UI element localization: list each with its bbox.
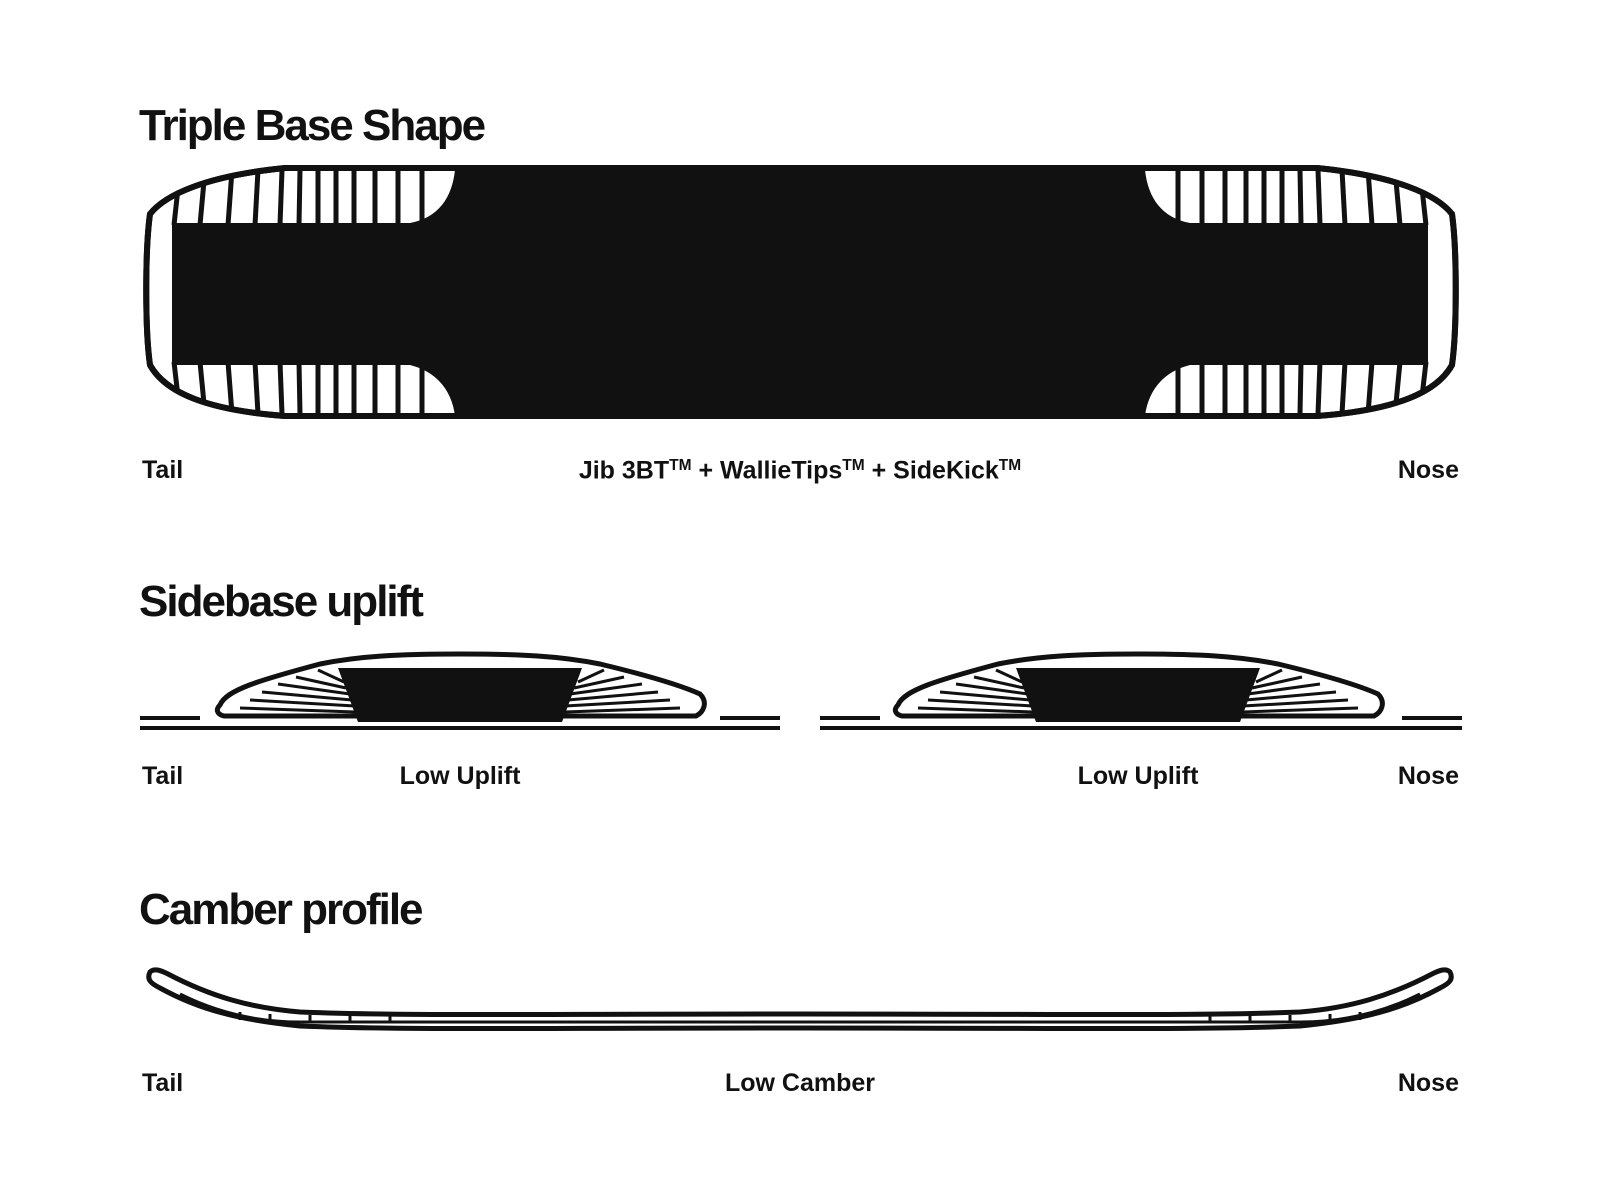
sidebase-right-uplift-label: Low Uplift [1077,762,1199,790]
camber-center-label: Low Camber [724,1069,876,1097]
tail-top-hatch [171,169,425,226]
camber-title: Camber profile [139,885,424,934]
sidebase-left-uplift-label: Low Uplift [399,762,521,790]
tail-bottom-hatch [171,361,425,415]
sidebase-title: Sidebase uplift [139,577,424,626]
sidebase-right-profile [892,651,1385,722]
board-outline [143,165,1459,419]
sidebase-tail-label: Tail [142,762,184,790]
camber-tail-label: Tail [142,1069,184,1097]
nose-top-hatch [1175,169,1429,226]
sidebase-nose-label: Nose [1397,762,1459,790]
nose-bottom-hatch [1175,361,1429,415]
base-fill [172,170,1428,416]
base-shape-title: Triple Base Shape [139,101,486,150]
sidebase-baselines [140,716,1462,730]
base-shape-tech-label: Jib 3BTTM + WallieTipsTM + SideKickTM [578,456,1022,485]
camber-profile [146,967,1454,1031]
camber-nose-label: Nose [1397,1069,1459,1097]
base-shape-nose-label: Nose [1397,456,1459,484]
sidebase-left-profile [214,651,707,722]
base-shape-tail-label: Tail [142,456,184,484]
